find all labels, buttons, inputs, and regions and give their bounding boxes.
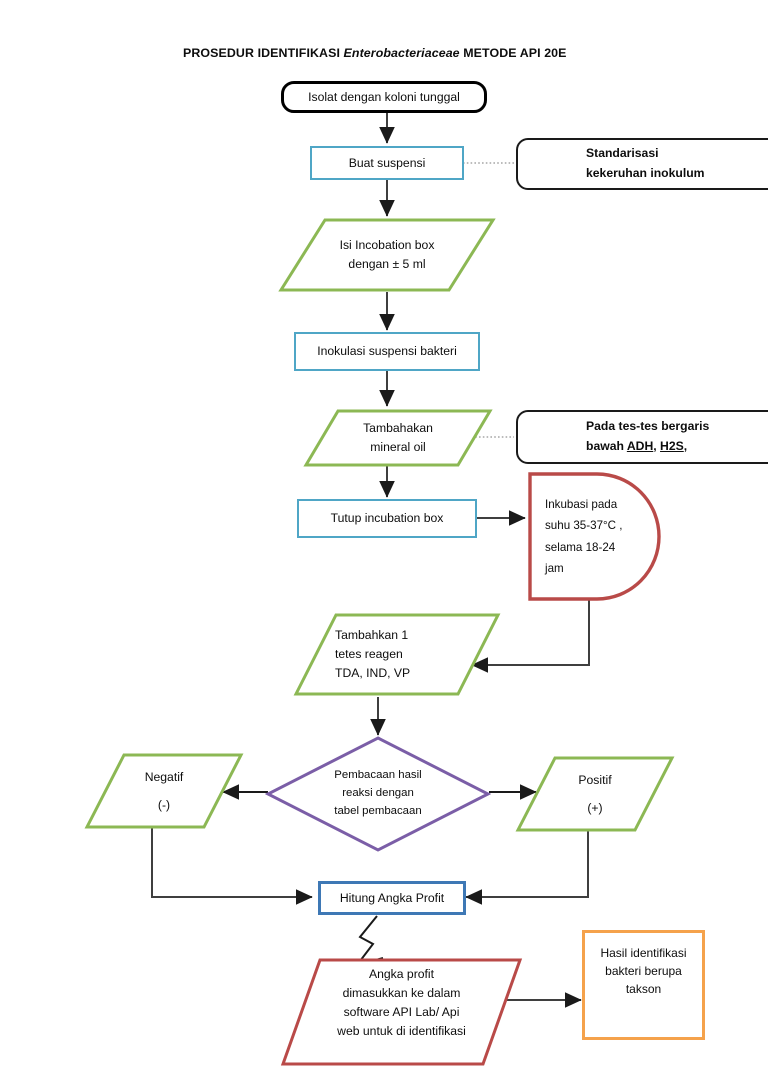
node-tambahakan-mineral-oil[interactable]: Tambahakan mineral oil xyxy=(303,408,493,468)
node-tambahkan-reagen-line1: Tambahkan 1 xyxy=(335,628,409,643)
node-pembacaan-hasil[interactable]: Pembacaan hasil reaksi dengan tabel pemb… xyxy=(265,735,491,853)
callout-line2-prefix: bawah xyxy=(586,439,627,453)
node-inokulasi-suspensi-label: Inokulasi suspensi bakteri xyxy=(317,344,457,359)
callout-line2-mid: , xyxy=(653,439,661,453)
callout-bracket-shape xyxy=(516,410,768,464)
callout-tes-bergaris-line2: bawah ADH, H2S, xyxy=(586,437,687,457)
node-angka-profit-line1: Angka profit xyxy=(368,967,435,981)
node-tutup-incubation-box-label: Tutup incubation box xyxy=(330,511,444,526)
parallelogram-shape xyxy=(84,753,244,829)
diamond-shape xyxy=(265,736,491,852)
node-negatif-line2: (-) xyxy=(157,797,171,812)
node-buat-suspensi-label: Buat suspensi xyxy=(348,155,426,170)
connector-negatif-to-hitung xyxy=(151,828,313,905)
node-pembacaan-line2: reaksi dengan xyxy=(342,787,414,800)
node-buat-suspensi[interactable]: Buat suspensi xyxy=(310,146,464,180)
node-tambahkan-reagen-line2: tetes reagen xyxy=(335,647,403,662)
callout-bracket-shape xyxy=(516,138,768,190)
node-angka-profit-output-text: Angka profit dimasukkan ke dalam softwar… xyxy=(280,957,523,1075)
node-negatif[interactable]: Negatif (-) xyxy=(84,752,244,830)
callout-h2s-term: H2S xyxy=(660,439,684,453)
node-tambahakan-mineral-oil-line1: Tambahakan xyxy=(363,421,433,436)
node-pembacaan-line3: tabel pembacaan xyxy=(334,804,422,817)
node-inkubasi-line4: jam xyxy=(545,561,564,575)
parallelogram-shape xyxy=(293,613,501,696)
parallelogram-shape xyxy=(278,218,496,292)
node-isi-incubation-box-line2: dengan ± 5 ml xyxy=(348,257,426,271)
node-tambahkan-reagen[interactable]: Tambahkan 1 tetes reagen TDA, IND, VP xyxy=(293,612,501,697)
node-hitung-angka-profit-label: Hitung Angka Profit xyxy=(339,890,445,905)
node-tambahkan-reagen-text: Tambahkan 1 tetes reagen TDA, IND, VP xyxy=(293,612,543,697)
callout-tes-bergaris-text: Pada tes-tes bergaris bawah ADH, H2S, xyxy=(514,409,768,465)
node-negatif-text: Negatif (-) xyxy=(84,752,244,830)
node-tambahakan-mineral-oil-text: Tambahakan mineral oil xyxy=(303,408,493,468)
node-start-label: Isolat dengan koloni tunggal xyxy=(308,89,460,104)
title-suffix: METODE API 20E xyxy=(459,46,567,60)
node-inkubasi-delay[interactable]: Inkubasi pada suhu 35-37°C , selama 18-2… xyxy=(527,471,662,602)
node-angka-profit-line4: web untuk di identifikasi xyxy=(337,1023,466,1038)
node-tutup-incubation-box[interactable]: Tutup incubation box xyxy=(297,499,477,538)
node-inkubasi-line1: Inkubasi pada xyxy=(545,497,618,511)
parallelogram-shape xyxy=(303,409,493,467)
connector-positif-to-hitung xyxy=(465,830,589,905)
node-negatif-line1: Negatif xyxy=(144,769,184,784)
callout-line2-suffix: , xyxy=(683,439,688,453)
callout-tes-bergaris: Pada tes-tes bergaris bawah ADH, H2S, xyxy=(514,409,768,465)
connector-inkubasi-to-reagen xyxy=(471,600,590,673)
callout-standarisasi: Standarisasi kekeruhan inokulum xyxy=(514,137,768,191)
node-start[interactable]: Isolat dengan koloni tunggal xyxy=(281,81,487,113)
node-tambahkan-reagen-line3: TDA, IND, VP xyxy=(335,665,411,680)
node-positif-line2: (+) xyxy=(587,800,603,815)
node-inkubasi-line3: selama 18-24 xyxy=(545,540,616,554)
callout-standarisasi-text: Standarisasi kekeruhan inokulum xyxy=(514,137,768,191)
title-species: Enterobacteriaceae xyxy=(343,46,460,60)
node-hasil-line1: Hasil identifikasi xyxy=(600,946,687,960)
node-positif-line1: Positif xyxy=(578,772,612,787)
node-positif-text: Positif (+) xyxy=(515,755,675,833)
callout-tes-bergaris-line1: Pada tes-tes bergaris xyxy=(586,419,710,434)
node-angka-profit-line2: dimasukkan ke dalam xyxy=(342,985,461,1000)
callout-adh-term: ADH xyxy=(626,439,654,453)
node-isi-incubation-box-line1: Isi Incobation box xyxy=(339,238,435,253)
node-pembacaan-line1: Pembacaan hasil xyxy=(334,769,422,782)
node-positif[interactable]: Positif (+) xyxy=(515,755,675,833)
node-inkubasi-line2: suhu 35-37°C , xyxy=(545,519,623,533)
node-isi-incubation-box[interactable]: Isi Incobation box dengan ± 5 ml xyxy=(278,217,496,293)
node-hitung-angka-profit[interactable]: Hitung Angka Profit xyxy=(318,881,466,915)
node-pembacaan-hasil-text: Pembacaan hasil reaksi dengan tabel pemb… xyxy=(265,735,491,853)
node-angka-profit-output[interactable]: Angka profit dimasukkan ke dalam softwar… xyxy=(280,957,523,1067)
node-inkubasi-delay-text: Inkubasi pada suhu 35-37°C , selama 18-2… xyxy=(527,471,662,602)
parallelogram-shape xyxy=(515,756,675,832)
node-hasil-line3: takson xyxy=(625,982,662,997)
title-prefix: PROSEDUR IDENTIFIKASI xyxy=(183,46,344,60)
node-hasil-line2: bakteri berupa xyxy=(605,964,682,979)
callout-standarisasi-line1: Standarisasi xyxy=(586,146,659,161)
node-angka-profit-line3: software API Lab/ Api xyxy=(343,1004,460,1019)
page-title: PROSEDUR IDENTIFIKASI Enterobacteriaceae… xyxy=(183,46,567,60)
node-tambahakan-mineral-oil-line2: mineral oil xyxy=(370,440,426,454)
node-inokulasi-suspensi[interactable]: Inokulasi suspensi bakteri xyxy=(294,332,480,371)
callout-standarisasi-line2: kekeruhan inokulum xyxy=(586,166,705,180)
node-isi-incubation-box-text: Isi Incobation box dengan ± 5 ml xyxy=(278,217,496,293)
delay-shape xyxy=(528,472,661,601)
flowchart-canvas: PROSEDUR IDENTIFIKASI Enterobacteriaceae… xyxy=(84,46,768,1066)
